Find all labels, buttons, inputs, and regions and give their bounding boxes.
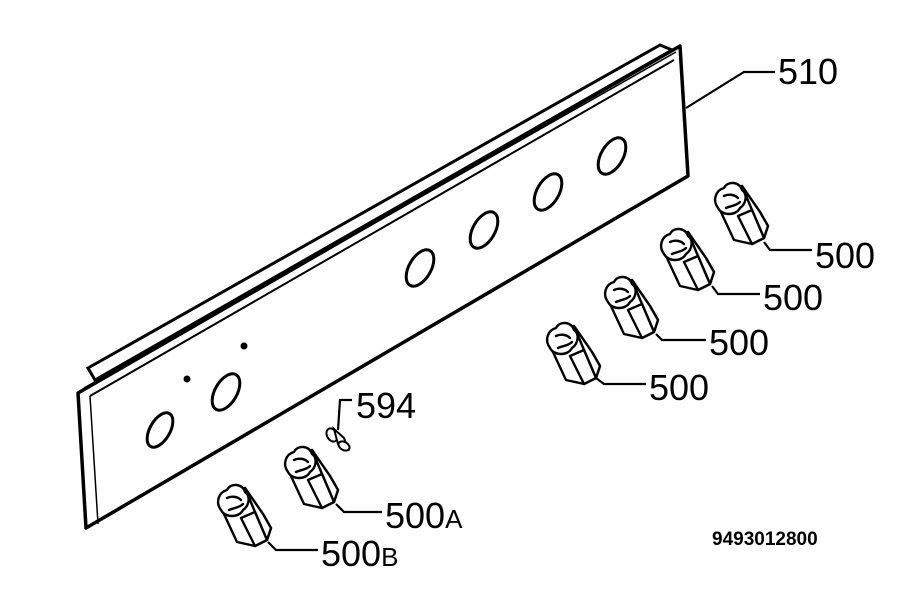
label-500-2: 500 (763, 277, 823, 318)
panel-hole (210, 372, 242, 412)
panel-hole (145, 411, 175, 449)
label-594: 594 (356, 385, 416, 426)
leader-line-510 (685, 70, 775, 109)
panel-hole (532, 172, 564, 212)
knob-500b (216, 483, 273, 548)
label-500-4: 500 (649, 367, 709, 408)
knob-500a (283, 445, 340, 510)
panel-hole (468, 210, 500, 250)
label-500a: 500A (385, 495, 463, 536)
knob-500-2 (659, 227, 716, 292)
leader-line-500a (335, 503, 382, 514)
label-500-3: 500 (709, 322, 769, 363)
leader-line-500-4 (595, 377, 646, 386)
control-panel-510 (76, 43, 690, 530)
panel-indicator-hole (183, 375, 191, 383)
label-510: 510 (778, 51, 838, 92)
leader-line-594 (336, 398, 352, 431)
panel-inner-edge (89, 59, 675, 397)
screw-594 (325, 426, 351, 452)
knob-500-1 (713, 181, 770, 246)
knob-500-4 (545, 321, 602, 386)
label-500b: 500B (321, 533, 398, 574)
leader-line-500-3 (655, 333, 706, 342)
leader-line-500-1 (763, 241, 812, 252)
knob-500-3 (603, 275, 660, 340)
leader-line-500-2 (711, 285, 760, 296)
document-number: 9493012800 (712, 529, 818, 550)
panel-front-face (76, 44, 690, 530)
label-500-1: 500 (815, 235, 875, 276)
panel-hole (404, 248, 436, 288)
panel-indicator-hole (240, 342, 248, 350)
panel-hole (596, 136, 628, 176)
leader-line-500b (267, 541, 318, 552)
